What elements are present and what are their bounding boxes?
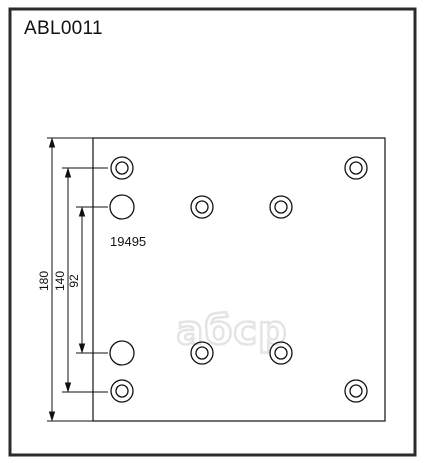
rivet-hole	[269, 341, 293, 365]
plain-hole	[109, 340, 135, 366]
rivet-hole	[110, 379, 134, 403]
rivet-hole	[344, 379, 368, 403]
part-number: 19495	[110, 234, 146, 249]
plain-holes	[109, 194, 135, 366]
watermark-logo: aбcp	[175, 307, 288, 356]
outer-frame	[8, 7, 417, 457]
plain-hole	[109, 194, 135, 220]
part-title: ABL0011	[24, 18, 103, 39]
dimension-140	[62, 167, 108, 393]
rivet-hole	[190, 195, 214, 219]
rivet-hole	[190, 341, 214, 365]
dimension-label-92: 92	[67, 274, 81, 288]
rivet-hole	[269, 195, 293, 219]
svg-text:aбcp: aбcp	[176, 308, 287, 354]
rivet-hole	[110, 156, 134, 180]
rivet-holes	[110, 156, 368, 403]
dimension-180	[47, 137, 93, 422]
dimension-label-140: 140	[53, 271, 67, 291]
rivet-hole	[344, 156, 368, 180]
dimension-label-180: 180	[37, 271, 51, 291]
brake-pad-outline	[92, 137, 386, 422]
dimension-92	[76, 206, 108, 354]
